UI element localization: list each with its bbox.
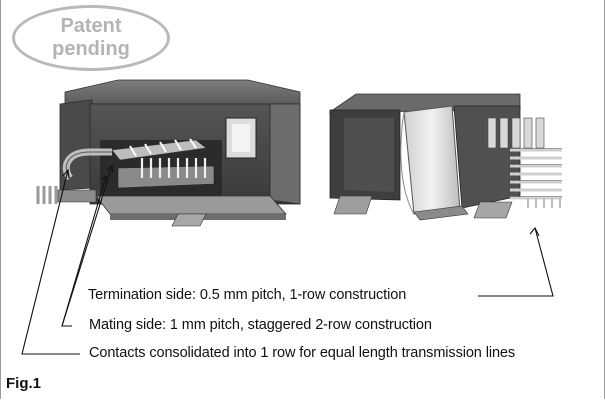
figure-label: Fig.1 (6, 375, 42, 392)
right-connector (328, 93, 562, 221)
patent-pending-badge: Patent pending (12, 5, 170, 71)
contacts-label: Contacts consolidated into 1 row for equ… (89, 345, 516, 361)
badge-line-2: pending (52, 38, 130, 60)
termination-side-label: Termination side: 0.5 mm pitch, 1-row co… (88, 287, 407, 303)
badge-line-1: Patent (60, 15, 122, 37)
left-connector (36, 79, 301, 227)
mating-side-label: Mating side: 1 mm pitch, staggered 2-row… (89, 317, 432, 333)
callout-lines (21, 164, 554, 355)
